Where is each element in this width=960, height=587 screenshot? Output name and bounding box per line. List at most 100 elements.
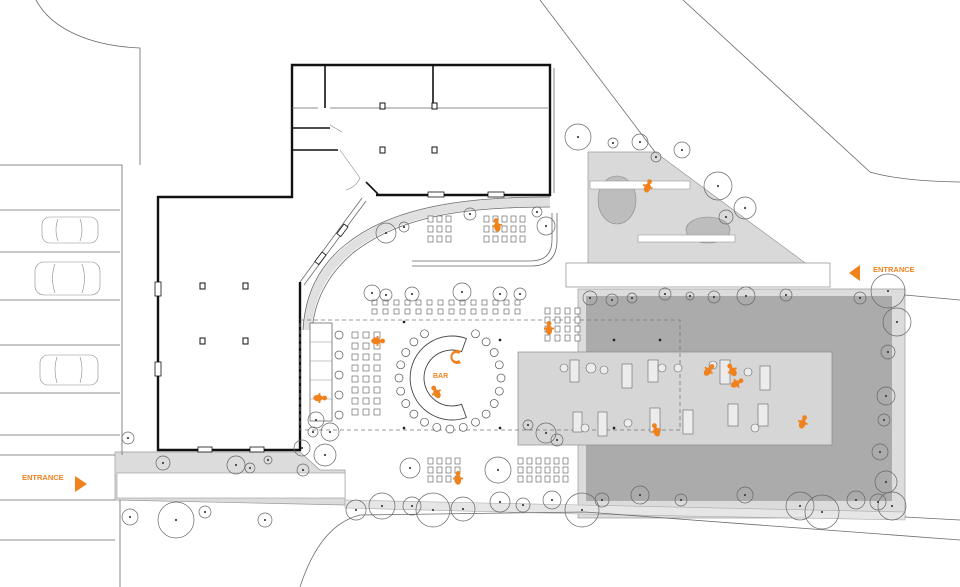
table-chair	[459, 299, 466, 306]
tree-canopy	[463, 207, 477, 221]
tree	[871, 443, 889, 461]
tree-trunk	[410, 504, 414, 508]
curb-line	[412, 213, 553, 262]
table-chair	[562, 457, 569, 465]
tree-trunk	[526, 423, 530, 427]
tree-canopy	[880, 344, 896, 360]
curb-line	[412, 213, 558, 267]
table-chair	[373, 408, 381, 416]
bar-stool	[489, 348, 499, 357]
tree-canopy	[450, 496, 476, 522]
tree-canopy	[402, 496, 422, 516]
structural-column	[431, 146, 438, 154]
tree-trunk	[468, 212, 472, 216]
tree-trunk	[854, 498, 858, 502]
west-walkway-strip	[116, 472, 346, 499]
tree	[307, 426, 319, 438]
table-chair	[436, 225, 443, 233]
tree	[607, 137, 619, 149]
table-chair	[564, 316, 571, 324]
table-chair	[436, 466, 443, 474]
table-chair	[351, 408, 359, 416]
tree	[402, 496, 422, 516]
bar-label: BAR	[433, 373, 448, 380]
table-chair	[535, 466, 542, 474]
side-table	[750, 423, 760, 433]
table-chair	[514, 308, 521, 315]
tree-trunk	[576, 135, 580, 139]
tree	[707, 290, 721, 304]
tree	[492, 286, 508, 302]
table-chair	[362, 331, 370, 339]
entrance-label-east: ENTRANCE	[873, 265, 915, 274]
table-chair	[371, 299, 378, 306]
table-chair	[373, 364, 381, 372]
structural-column	[379, 102, 386, 110]
tree-trunk	[886, 350, 890, 354]
window-mark	[249, 446, 265, 453]
table-chair	[362, 342, 370, 350]
tree-canopy	[313, 443, 337, 467]
table-chair	[553, 457, 560, 465]
table-chair	[553, 466, 560, 474]
table-chair	[492, 235, 499, 243]
tree-trunk	[301, 468, 305, 472]
parked-cars	[34, 216, 101, 386]
tree-trunk	[311, 430, 315, 434]
tree-canopy	[785, 491, 815, 521]
tree-trunk	[384, 231, 388, 235]
tree-trunk	[886, 289, 890, 293]
tree-canopy	[658, 287, 672, 301]
table-chair	[393, 299, 400, 306]
table-chair	[436, 215, 443, 223]
tree-trunk	[521, 503, 525, 507]
column-marker	[402, 426, 406, 430]
tree-trunk	[630, 296, 634, 300]
tree-canopy	[489, 491, 511, 513]
table-chair	[351, 375, 359, 383]
table-chair	[448, 299, 455, 306]
table-chair	[351, 331, 359, 339]
window-mark	[197, 446, 213, 453]
table-chair	[483, 235, 490, 243]
side-table	[585, 362, 597, 374]
table-chair	[454, 457, 461, 465]
tree-canopy	[674, 493, 688, 507]
tree	[542, 490, 562, 510]
table-chair	[362, 397, 370, 405]
road-edge-south	[299, 511, 960, 587]
tree-canopy	[368, 492, 396, 520]
table-chair	[574, 334, 581, 342]
tree-canopy	[399, 457, 421, 479]
tree-canopy	[379, 288, 393, 302]
road-edge-northwest	[35, 0, 141, 165]
window-mark	[314, 251, 327, 266]
tree-canopy	[293, 439, 311, 457]
tree	[345, 499, 367, 521]
tree-canopy	[244, 462, 256, 474]
tree	[630, 485, 650, 505]
tree	[484, 456, 512, 484]
tree	[882, 307, 912, 337]
tree	[869, 493, 887, 511]
table-chair	[459, 308, 466, 315]
bar-stool	[489, 399, 499, 408]
person-head	[652, 423, 657, 429]
entrance-label-west: ENTRANCE	[22, 473, 64, 482]
tree-canopy	[484, 456, 512, 484]
table-chair	[445, 215, 452, 223]
person-head	[380, 338, 385, 344]
person-body	[545, 325, 553, 335]
tree-canopy	[736, 486, 754, 504]
table-chair	[519, 225, 526, 233]
lounger	[759, 365, 771, 391]
table-chair	[362, 408, 370, 416]
car-body	[34, 261, 101, 296]
road-edge-west	[0, 164, 123, 455]
person-arms	[431, 389, 442, 396]
tree	[804, 494, 840, 530]
table-chair	[483, 215, 490, 223]
tree	[513, 287, 527, 301]
column-marker	[612, 338, 616, 342]
